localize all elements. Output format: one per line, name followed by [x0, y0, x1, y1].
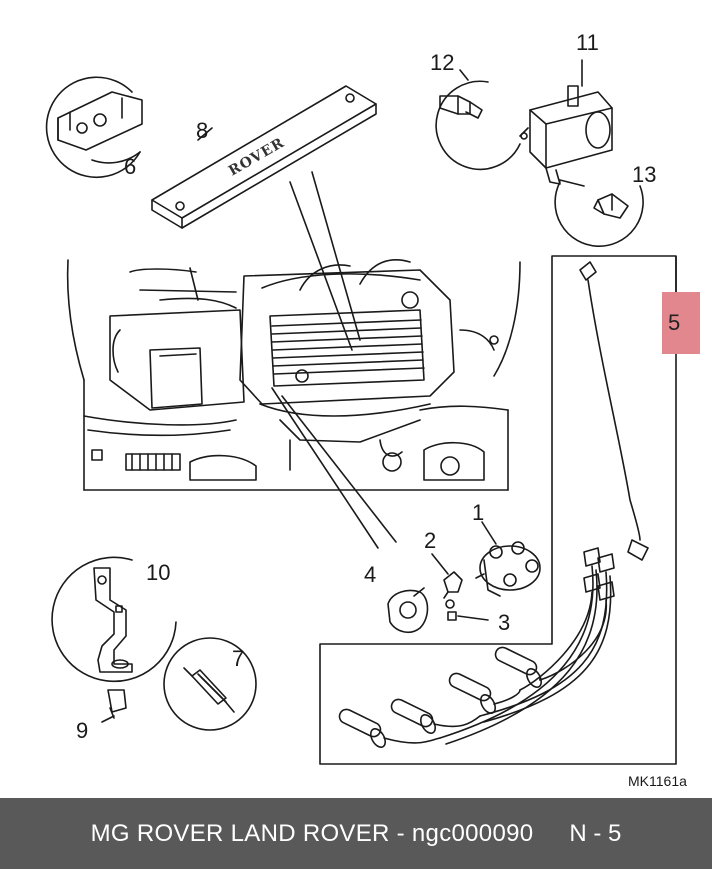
- engine-bay-illustration: [66, 259, 521, 549]
- part-4-seal: [387, 587, 429, 634]
- part-3-screw: [445, 599, 489, 621]
- part-1-distributor-cap: [475, 521, 541, 597]
- cover-plate-lettering: ROVER: [226, 135, 287, 180]
- callout-4: 4: [364, 562, 376, 587]
- part-2-rotor-arm: [431, 553, 463, 599]
- part-7-spark-plug: [163, 637, 257, 731]
- part-11-coil: [435, 59, 613, 185]
- callout-12: 12: [430, 50, 454, 75]
- callout-9: 9: [76, 718, 88, 743]
- callout-10: 10: [146, 560, 170, 585]
- exploded-parts-diagram: ROVER 1 2 3 4 5 6 7 8 9 10 11 12 13 MK11…: [45, 30, 700, 789]
- part-8-cover-plate: [151, 85, 377, 351]
- footer-page-number: N - 5: [569, 819, 622, 847]
- part-6-clip: [45, 76, 143, 179]
- footer-bar: MG ROVER LAND ROVER - ngc000090 N - 5: [0, 798, 712, 869]
- part-10-bracket: [51, 556, 177, 723]
- callout-5: 5: [668, 310, 680, 335]
- callout-13: 13: [632, 162, 656, 187]
- callout-3: 3: [498, 610, 510, 635]
- part-13-bolt: [554, 179, 644, 247]
- footer-title: MG ROVER LAND ROVER - ngc000090: [90, 819, 534, 847]
- callout-6: 6: [124, 154, 136, 179]
- callout-7: 7: [232, 646, 244, 671]
- callout-11: 11: [576, 30, 599, 55]
- drawing-reference: MK1161a: [628, 773, 687, 789]
- part-5-highlight: [662, 292, 700, 354]
- callout-1: 1: [472, 500, 484, 525]
- callout-8: 8: [196, 118, 208, 143]
- part-5-ht-leads: [319, 255, 677, 765]
- callout-2: 2: [424, 528, 436, 553]
